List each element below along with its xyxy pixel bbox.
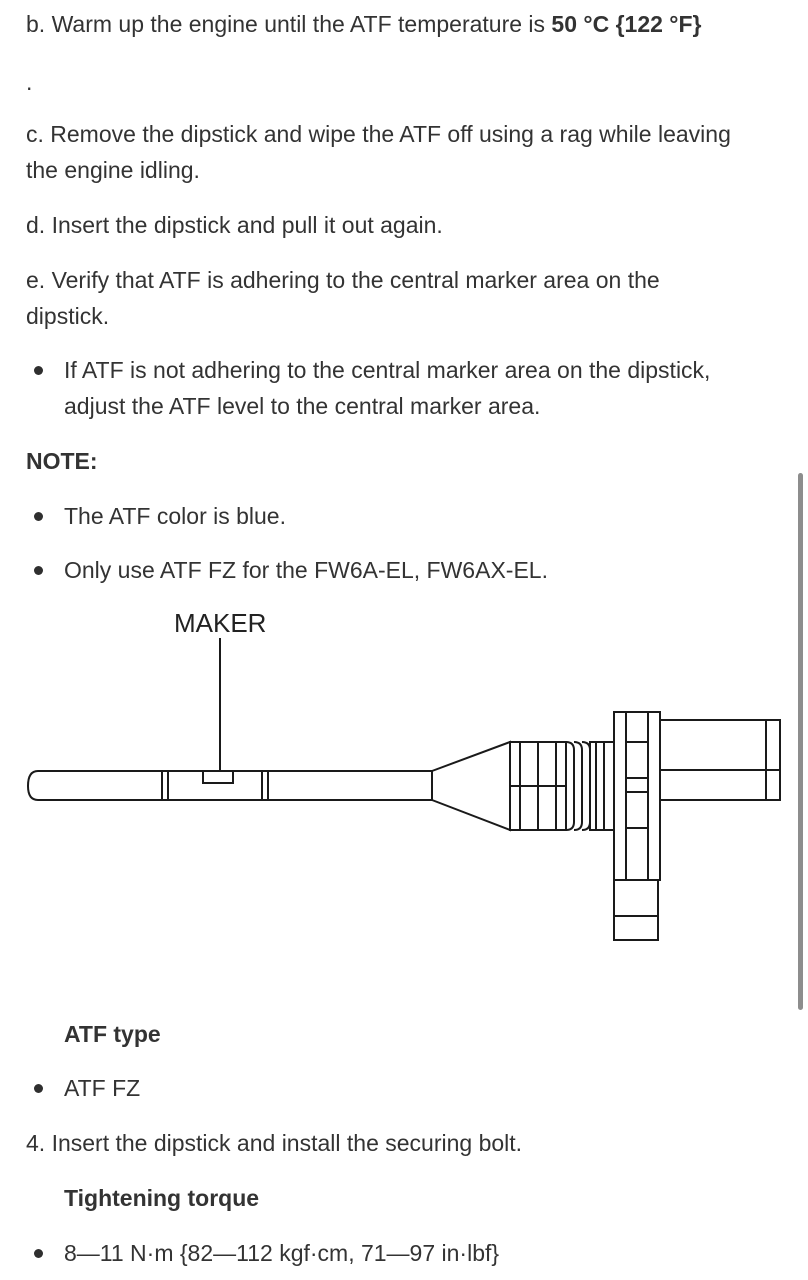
bullet-dot	[34, 512, 43, 521]
atf-type-item: ATF FZ	[64, 1075, 141, 1101]
taper	[431, 740, 511, 832]
step-b-period: .	[26, 69, 33, 95]
step-b: b. Warm up the engine until the ATF temp…	[26, 6, 702, 42]
step-d: d. Insert the dipstick and pull it out a…	[26, 212, 443, 238]
step-b-temperature: 50 °C {122 °F}	[551, 11, 702, 37]
bullet-dot	[34, 1249, 43, 1258]
step-e-line1: e. Verify that ATF is adhering to the ce…	[26, 267, 660, 293]
note-item-1: The ATF color is blue.	[64, 503, 286, 529]
atf-type-heading: ATF type	[64, 1021, 161, 1047]
note-item-2: Only use ATF FZ for the FW6A-EL, FW6AX-E…	[64, 557, 548, 583]
dipstick-diagram: MAKER	[26, 608, 781, 941]
bracket	[613, 711, 661, 881]
step-b-text: b. Warm up the engine until the ATF temp…	[26, 11, 552, 37]
torque-item: 8—11 N·m {82—112 kgf·cm, 71—97 in·lbf}	[64, 1240, 500, 1266]
step-e-bullet-line1: If ATF is not adhering to the central ma…	[64, 357, 711, 383]
step-c-line2: the engine idling.	[26, 157, 200, 183]
handle	[659, 719, 781, 801]
step-c-line1: c. Remove the dipstick and wipe the ATF …	[26, 121, 731, 147]
bullet-dot	[34, 366, 43, 375]
diagram-label: MAKER	[174, 608, 266, 638]
step-4: 4. Insert the dipstick and install the s…	[26, 1130, 523, 1156]
bullet-dot	[34, 566, 43, 575]
dipstick-shaft	[26, 770, 433, 801]
step-e-bullet-line2: adjust the ATF level to the central mark…	[64, 393, 541, 419]
central-marker	[202, 771, 234, 784]
lower-tab	[613, 879, 659, 917]
vertical-scrollbar[interactable]	[798, 473, 803, 1010]
bullet-dot	[34, 1084, 43, 1093]
step-e-line2: dipstick.	[26, 303, 110, 329]
torque-heading: Tightening torque	[64, 1185, 260, 1211]
note-heading: NOTE:	[26, 448, 98, 474]
